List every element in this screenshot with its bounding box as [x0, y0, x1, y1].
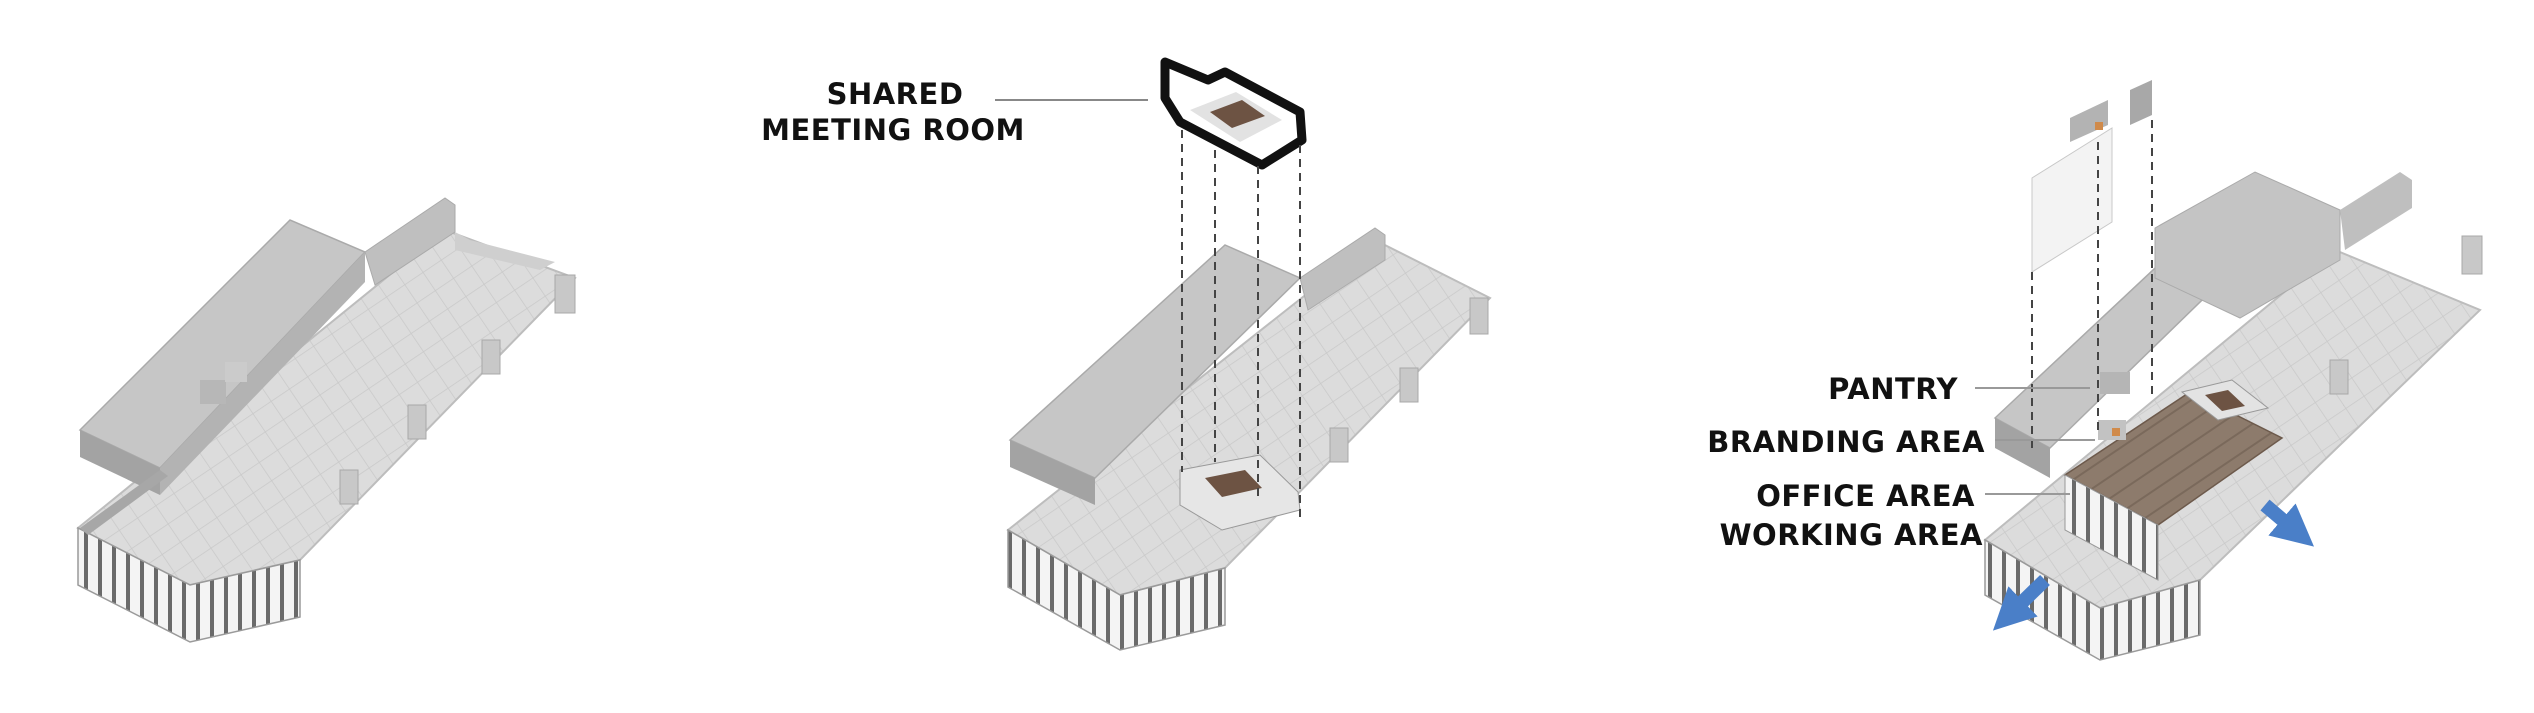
- column: [481, 339, 501, 375]
- flow-arrow-left: [1992, 574, 2050, 631]
- column: [2461, 235, 2483, 275]
- column: [1469, 297, 1489, 335]
- panel-existing-floor: [76, 197, 577, 643]
- partition-wall: [80, 470, 168, 535]
- label-branding-area: BRANDING AREA: [1707, 425, 1985, 459]
- zone-leaders: [1975, 387, 2095, 495]
- projection-lines: [1181, 130, 1301, 520]
- facade-glazing: [1984, 538, 2201, 661]
- label-pantry: PANTRY: [1828, 372, 1958, 406]
- core-block-front: [1010, 440, 1095, 505]
- back-wall: [1299, 227, 1386, 311]
- back-wall: [364, 197, 456, 286]
- core-block-front: [80, 430, 160, 495]
- column: [554, 274, 576, 314]
- label-office-area: OFFICE AREA: [1756, 479, 1975, 513]
- label-shared: SHARED: [827, 77, 964, 111]
- back-block: [2154, 171, 2341, 319]
- projection-lines: [2031, 120, 2153, 450]
- back-wall: [2340, 172, 2412, 250]
- exploded-glass-panel: [2031, 127, 2113, 273]
- column: [1329, 427, 1349, 463]
- meeting-table: [2205, 390, 2245, 411]
- meeting-table: [1205, 470, 1262, 497]
- column: [1399, 367, 1419, 403]
- exploded-wall-panel: [2130, 80, 2152, 125]
- core-block-front: [1995, 418, 2050, 478]
- core-block-side: [160, 252, 365, 495]
- pantry-wall: [2100, 372, 2130, 394]
- flow-arrow-right: [2260, 499, 2315, 547]
- branding-accent: [2112, 428, 2120, 436]
- toilet-room: [200, 380, 226, 404]
- working-area-glazing: [2064, 474, 2159, 581]
- label-meeting-room: MEETING ROOM: [761, 113, 1025, 147]
- stair-block: [455, 232, 555, 270]
- branding-accent: [2095, 122, 2103, 130]
- facade-glazing: [1007, 528, 1226, 651]
- panel-zoned-floor: PANTRY BRANDING AREA OFFICE AREA WORKING…: [1707, 80, 2483, 661]
- column: [339, 469, 359, 505]
- toilet-room: [225, 362, 247, 382]
- meeting-table: [1210, 100, 1265, 128]
- column: [407, 404, 427, 440]
- column: [2329, 359, 2349, 395]
- exploded-wall-panel: [2070, 100, 2108, 142]
- panel-meeting-room-insert: SHARED MEETING ROOM: [761, 57, 1492, 651]
- facade-glazing: [77, 526, 301, 643]
- label-working-area: WORKING AREA: [1720, 518, 1983, 552]
